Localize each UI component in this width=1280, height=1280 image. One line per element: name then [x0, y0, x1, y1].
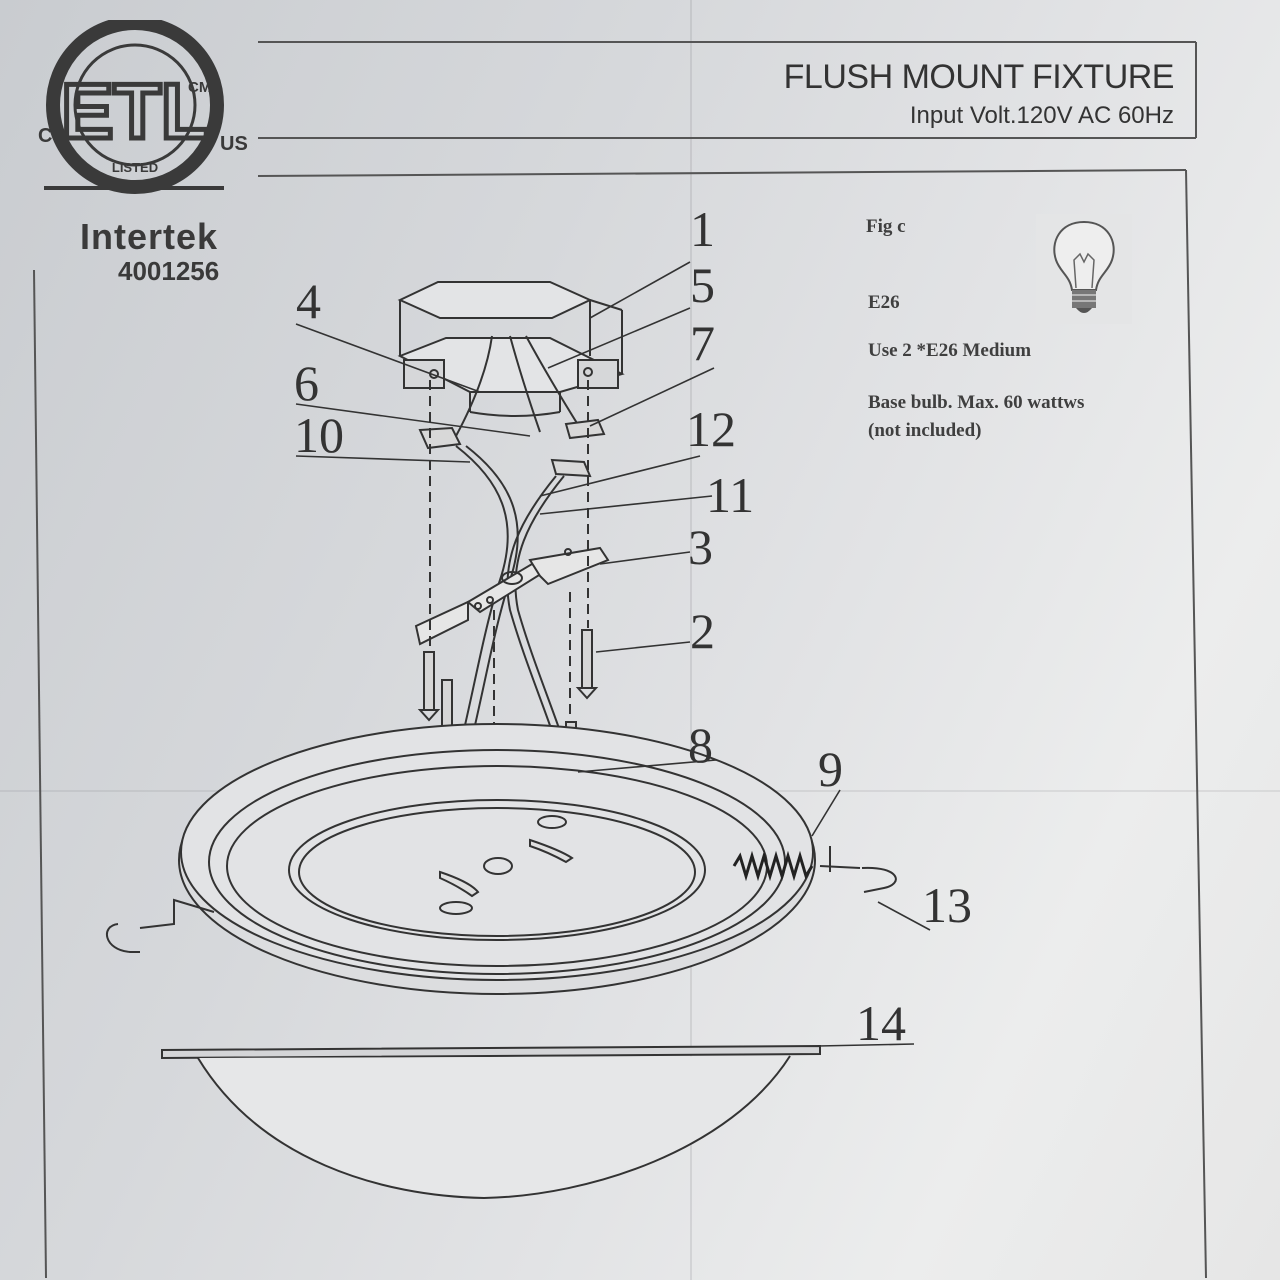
- etl-listed-icon: ETL CM LISTED C US: [38, 20, 248, 194]
- callout-14: 14: [856, 995, 906, 1051]
- logo-number: 4001256: [118, 256, 220, 286]
- callout-8: 8: [688, 717, 713, 773]
- callout-6: 6: [294, 355, 319, 411]
- mounting-bracket: [414, 546, 610, 646]
- spec-max: Base bulb. Max. 60 wattws: [868, 392, 1085, 413]
- paper-fold-vertical: [690, 0, 692, 1280]
- callout-3: 3: [688, 519, 713, 575]
- callout-5: 5: [690, 257, 715, 313]
- logo-brand: Intertek: [80, 216, 219, 257]
- junction-box: [397, 281, 625, 417]
- etl-logo: ETL CM LISTED C US Intertek 4001256: [30, 20, 270, 286]
- spec-use: Use 2 *E26 Medium: [868, 340, 1032, 361]
- page-title: FLUSH MOUNT FIXTURE: [783, 58, 1175, 96]
- spec-fig: Fig c: [866, 216, 906, 237]
- spec-base: E26: [868, 292, 900, 313]
- glass-shade: [161, 1044, 821, 1200]
- spec-note: (not included): [868, 420, 982, 441]
- etl-listed: LISTED: [112, 160, 158, 175]
- callout-9: 9: [818, 741, 843, 797]
- etl-c: C: [38, 125, 52, 147]
- callout-13: 13: [922, 877, 972, 933]
- etl-letters: ETL: [61, 67, 208, 155]
- light-bulb-icon: [1036, 214, 1132, 324]
- callout-7: 7: [690, 315, 715, 371]
- callout-4: 4: [296, 273, 321, 329]
- callout-1: 1: [690, 201, 715, 257]
- callout-2: 2: [690, 603, 715, 659]
- callout-10: 10: [294, 407, 344, 463]
- page-subtitle: Input Volt.120V AC 60Hz: [909, 102, 1174, 129]
- etl-cm: CM: [188, 79, 211, 96]
- callout-12: 12: [686, 401, 736, 457]
- etl-us: US: [220, 133, 248, 155]
- fixture-base: [106, 723, 897, 995]
- callout-11: 11: [706, 467, 755, 523]
